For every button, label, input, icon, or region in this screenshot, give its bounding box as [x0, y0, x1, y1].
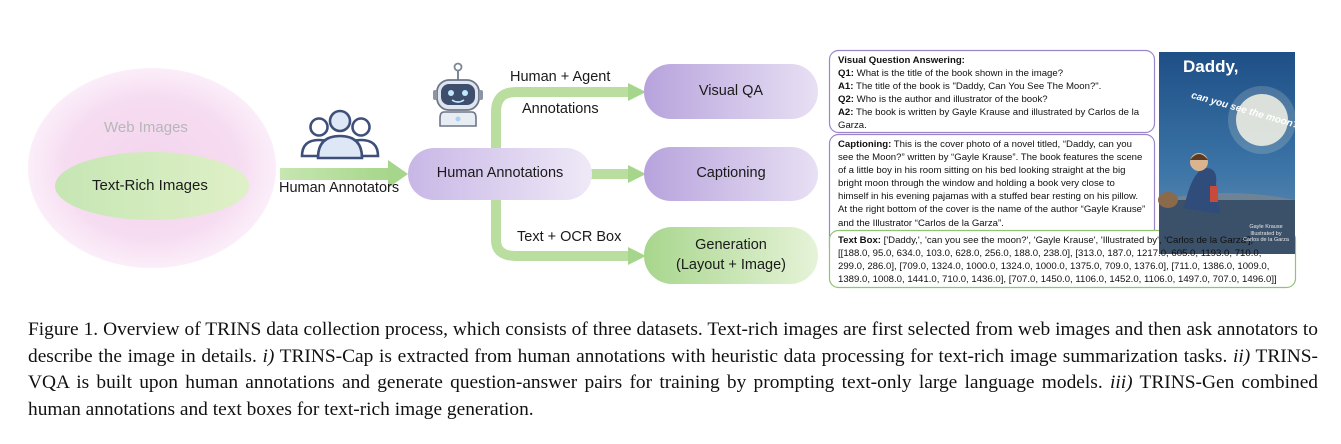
vqa-a1-tag: A1: [838, 81, 854, 93]
vqa-box: Visual Question Answering: Q1: What is t… [830, 51, 1154, 132]
visual-qa-text: Visual QA [698, 82, 764, 99]
caption-box-text: This is the cover photo of a novel title… [838, 139, 1146, 229]
annotations-label: Annotations [522, 101, 599, 117]
generation-line1: Generation [695, 236, 767, 253]
arrow-to-annotations [280, 168, 390, 180]
vqa-q2-text: Who is the author and illustrator of the… [854, 94, 1048, 106]
cover-title: Daddy, [1183, 57, 1239, 76]
cover-illustrator: Carlos de la Garza [1243, 237, 1289, 243]
human-annotations-text: Human Annotations [436, 165, 564, 182]
vqa-box-border [828, 49, 1156, 134]
connector-bottom [491, 196, 630, 261]
arrow-head-cap [628, 165, 646, 183]
vqa-q1-tag: Q1: [838, 68, 854, 80]
caption-box: Captioning: This is the cover photo of a… [830, 135, 1154, 230]
generation-text: Generation (Layout + Image) [644, 227, 818, 284]
generation-pill [644, 227, 818, 284]
human-annotators-label: Human Annotators [279, 180, 400, 196]
human-agent-label: Human + Agent [510, 69, 611, 85]
robot-icon [433, 62, 483, 127]
cover-subtitle: can you see the moon? [1189, 90, 1295, 132]
textbox-box-tag: Text Box: [838, 235, 881, 246]
vqa-a2-tag: A2: [838, 107, 854, 119]
caption-marker-iii: iii) [1109, 372, 1133, 393]
vqa-q1-text: What is the title of the book shown in t… [854, 68, 1064, 80]
overview-diagram: Web Images Text-Rich Images Human Annota… [28, 49, 1297, 289]
caption-marker-i: i) [262, 345, 275, 367]
people-icon [300, 109, 380, 160]
vqa-a2-text: The book is written by Gayle Krause and … [838, 107, 1140, 132]
connector-middle [580, 169, 632, 179]
captioning-text: Captioning [696, 165, 766, 182]
textbox-box-text: ['Daddy,', 'can you see the moon?', 'Gay… [838, 235, 1277, 286]
diagram-graphics [28, 49, 1297, 289]
vqa-heading: Visual Question Answering: [838, 55, 965, 66]
figure-caption: Figure 1. Overview of TRINS data collect… [28, 317, 1318, 423]
cover-illustrated-by: Illustrated by [1250, 230, 1282, 237]
human-annotations-pill [408, 148, 592, 200]
caption-part-1: Figure 1. Overview of TRINS data collect… [28, 319, 1318, 367]
caption-part-4: TRINS-Gen combined human annotations and… [28, 372, 1318, 420]
vqa-q2-tag: Q2: [838, 94, 854, 106]
arrow-head-gen [628, 247, 646, 265]
book-cover: Daddy, can you see the moon? Gayle Kraus… [1159, 52, 1295, 254]
web-images-label: Web Images [104, 119, 188, 136]
caption-box-tag: Captioning: [838, 139, 892, 150]
book-cover-art [1158, 52, 1296, 254]
connector-top [491, 87, 630, 154]
text-rich-images-label: Text-Rich Images [92, 177, 208, 194]
visual-qa-pill [644, 64, 818, 119]
cover-credits: Gayle Krause Illustrated by Carlos de la… [1241, 224, 1291, 244]
caption-part-2: TRINS-Cap is extracted from human annota… [274, 345, 1233, 367]
cover-author: Gayle Krause [1249, 224, 1283, 230]
caption-part-3: TRINS-VQA is built upon human annotation… [28, 345, 1318, 394]
text-ocr-box-label: Text + OCR Box [517, 229, 622, 245]
generation-line2: (Layout + Image) [675, 256, 787, 273]
arrow-head [388, 160, 408, 188]
textbox-box: Text Box: ['Daddy,', 'can you see the mo… [830, 231, 1295, 287]
vqa-a1-text: The title of the book is "Daddy, Can You… [853, 81, 1102, 93]
caption-marker-ii: ii) [1232, 345, 1251, 367]
text-rich-images-ellipse [55, 152, 249, 220]
captioning-pill [644, 147, 818, 201]
arrow-head-vqa [628, 83, 646, 101]
